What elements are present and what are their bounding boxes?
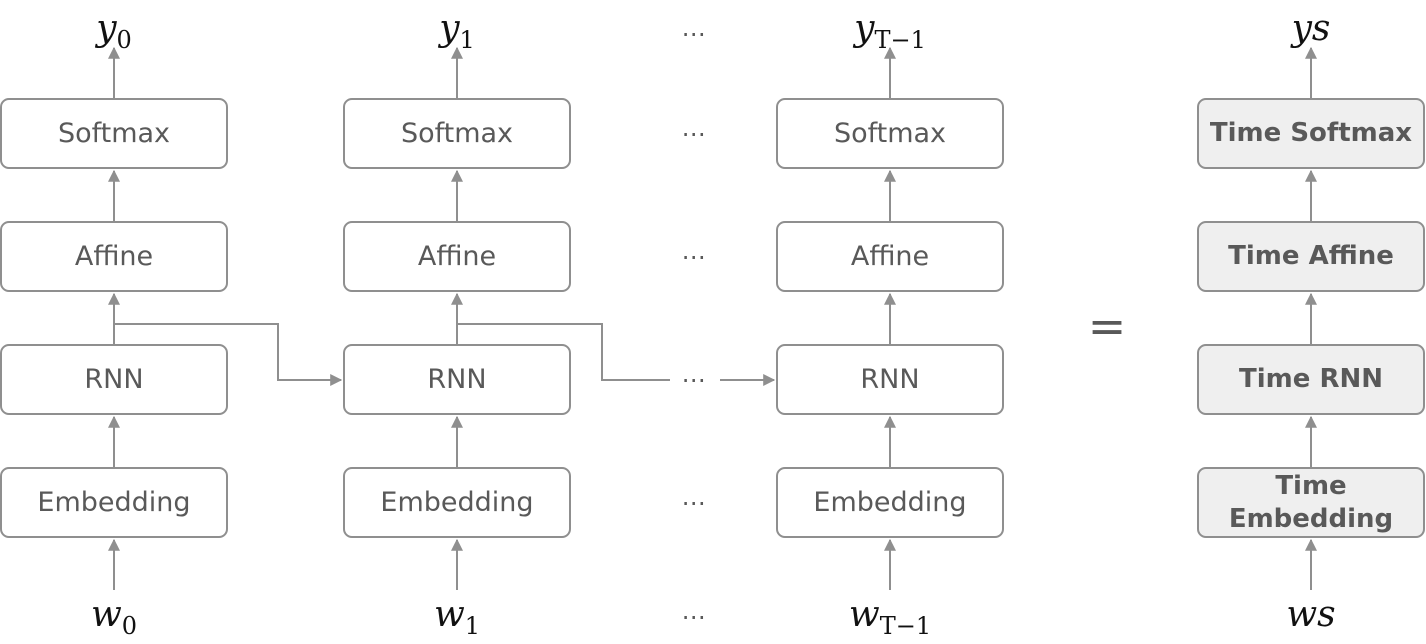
rnn-box-last: RNN <box>776 344 1004 415</box>
affine-box-0: Affine <box>0 221 228 292</box>
output-ys: ys <box>1291 8 1331 49</box>
ellipsis-output: ⋯ <box>681 20 707 48</box>
ellipsis-input: ⋯ <box>681 603 707 631</box>
output-y0: y0 <box>96 8 132 54</box>
input-w-t-minus-1: wT−1 <box>848 594 932 640</box>
embedding-box-last: Embedding <box>776 467 1004 538</box>
ellipsis-rnn: ⋯ <box>681 366 707 394</box>
softmax-box-1: Softmax <box>343 98 571 169</box>
embedding-box-0: Embedding <box>0 467 228 538</box>
time-rnn-box: Time RNN <box>1197 344 1425 415</box>
time-affine-box: Time Affine <box>1197 221 1425 292</box>
rnn-box-0: RNN <box>0 344 228 415</box>
softmax-box-last: Softmax <box>776 98 1004 169</box>
input-ws: ws <box>1286 594 1336 635</box>
affine-box-last: Affine <box>776 221 1004 292</box>
ellipsis-affine: ⋯ <box>681 243 707 271</box>
time-softmax-box: Time Softmax <box>1197 98 1425 169</box>
equals-sign: = <box>1087 299 1127 353</box>
arrow-hidden-0-to-1 <box>114 323 343 386</box>
time-embedding-line2: Embedding <box>1228 503 1394 534</box>
affine-box-1: Affine <box>343 221 571 292</box>
input-w0: w0 <box>90 594 138 640</box>
ellipsis-embedding: ⋯ <box>681 489 707 517</box>
output-y-t-minus-1: yT−1 <box>854 8 926 54</box>
time-embedding-box: Time Embedding <box>1197 467 1425 538</box>
softmax-box-0: Softmax <box>0 98 228 169</box>
embedding-box-1: Embedding <box>343 467 571 538</box>
time-embedding-line1: Time <box>1275 470 1347 501</box>
output-y1: y1 <box>439 8 475 54</box>
ellipsis-softmax: ⋯ <box>681 120 707 148</box>
input-w1: w1 <box>433 594 481 640</box>
arrow-hidden-1-out <box>457 323 670 381</box>
rnn-box-1: RNN <box>343 344 571 415</box>
